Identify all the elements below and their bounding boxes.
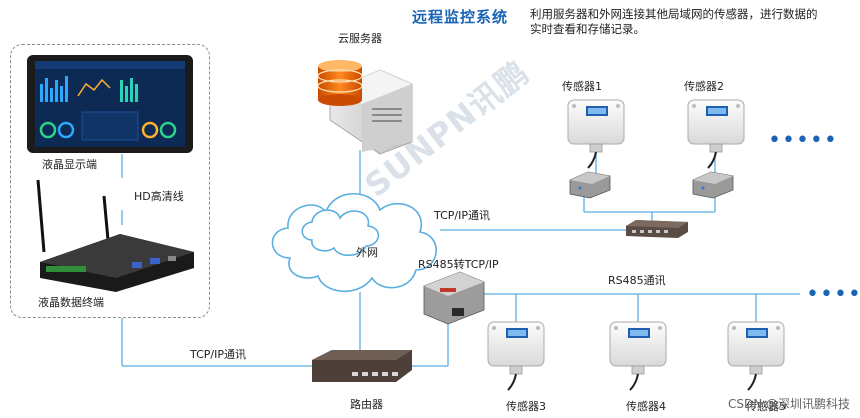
sensor-3-label: 传感器3: [506, 400, 546, 413]
network-switch-device: [626, 220, 688, 238]
more-sensors-ellipsis-bottom: •••••: [806, 282, 860, 307]
router-device: [312, 350, 412, 382]
tcpip-comm-bottom-label: TCP/IP通讯: [190, 348, 246, 361]
sensor-4-device: [609, 321, 667, 391]
connection-lines: [121, 150, 800, 367]
hd-cable-label: HD高清线: [134, 190, 184, 203]
lcd-terminal-label: 液晶数据终端: [38, 296, 104, 309]
sensor-5-device: [727, 321, 785, 391]
cloud-server-device: [317, 60, 413, 155]
rs485-comm-label: RS485通讯: [608, 274, 666, 287]
lcd-data-terminal-device: [36, 179, 194, 292]
cloud-server-label: 云服务器: [338, 32, 382, 45]
sensor-2-label: 传感器2: [684, 80, 724, 93]
display-terminal-group: [10, 44, 210, 318]
sensor-3-device: [487, 321, 545, 391]
sensor-1-converter: [569, 171, 611, 199]
footer-credit: CSDN @深圳讯鹏科技: [727, 397, 850, 411]
diagram-title: 远程监控系统: [412, 8, 509, 26]
sensor-2-converter: [692, 171, 734, 199]
router-label: 路由器: [350, 398, 383, 411]
rs485-tcpip-label: RS485转TCP/IP: [418, 258, 499, 271]
diagram-description: 利用服务器和外网连接其他局域网的传感器，进行数据的实时查看和存储记录。: [530, 7, 818, 36]
lcd-display-device: [27, 55, 193, 153]
internet-cloud: [271, 192, 437, 293]
sensor-5-label: 传感器5: [746, 400, 786, 413]
tcpip-comm-top-label: TCP/IP通讯: [434, 209, 490, 222]
internet-label: 外网: [356, 246, 378, 259]
sensor-1-label: 传感器1: [562, 80, 602, 93]
sensor-2-device: [687, 99, 745, 169]
lcd-display-label: 液晶显示端: [42, 158, 97, 171]
sensor-4-label: 传感器4: [626, 400, 666, 413]
more-sensors-ellipsis-top: •••••: [768, 128, 838, 153]
rs485-tcpip-converter-device: [423, 271, 485, 325]
